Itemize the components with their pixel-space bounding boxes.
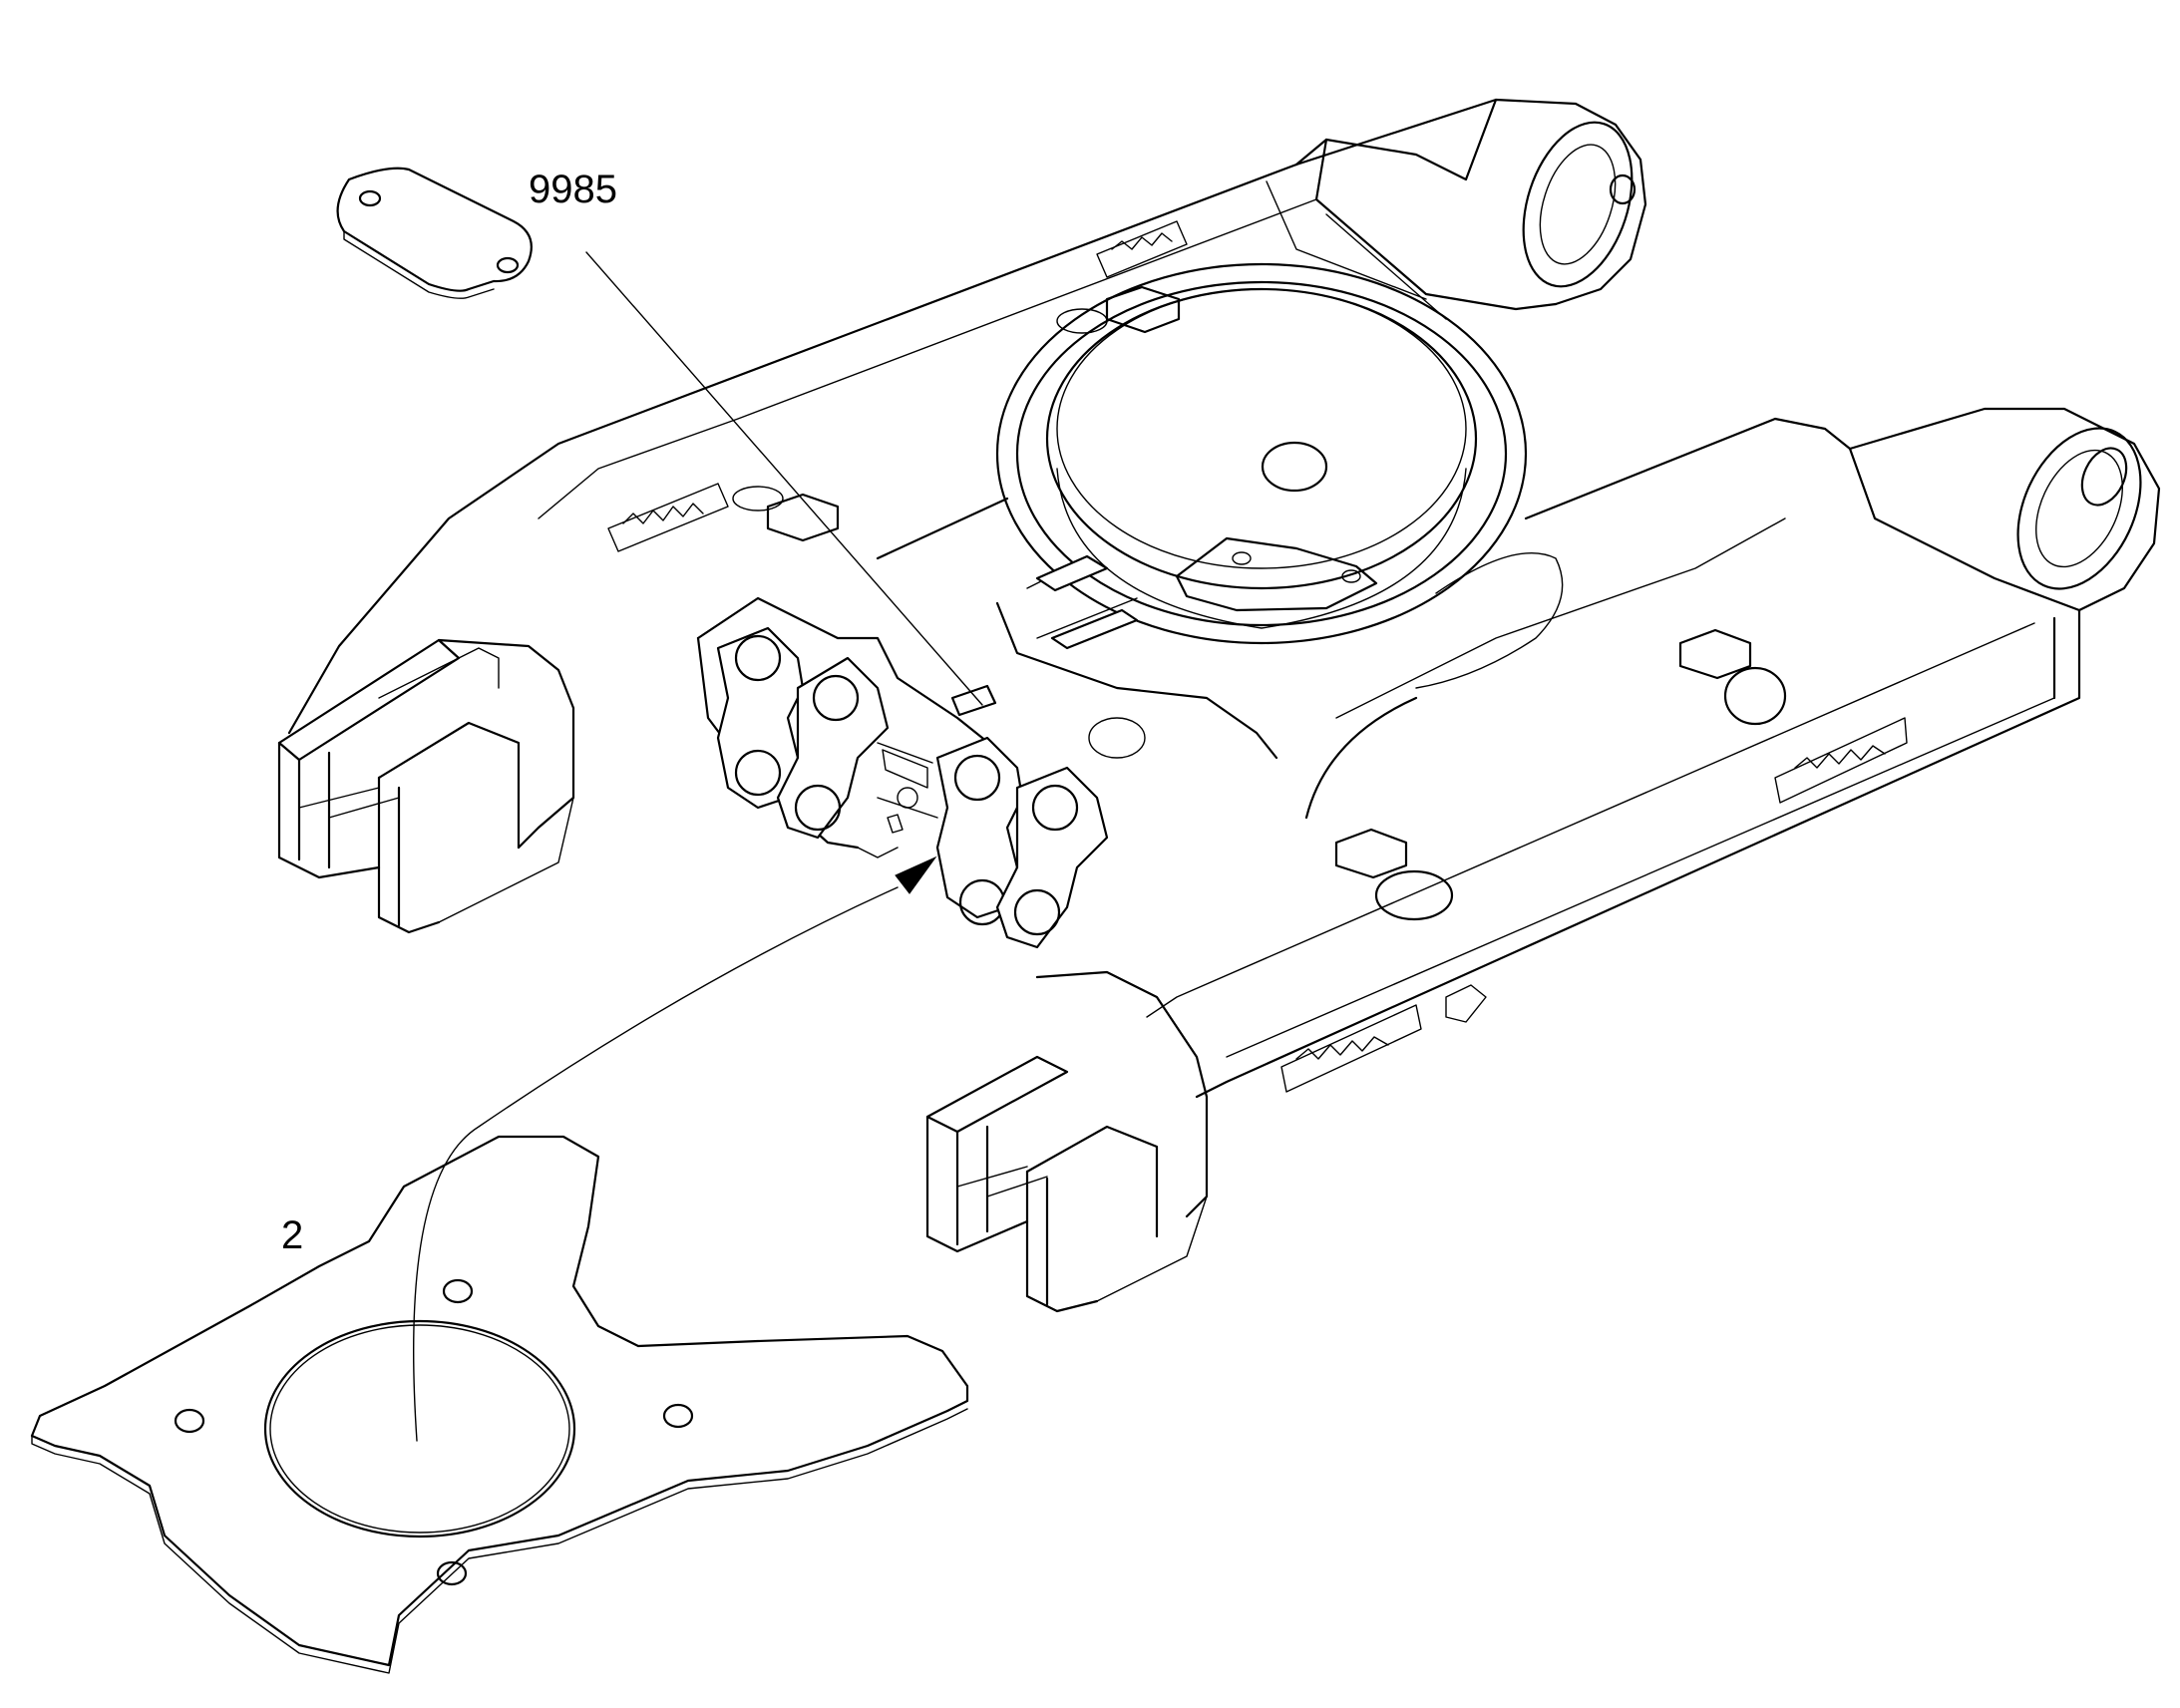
leader-line-9985 [585, 251, 983, 706]
undercarriage-frame [277, 98, 2161, 1313]
lower-side-member [925, 407, 2161, 1313]
callout-2: 2 [281, 1213, 303, 1257]
gasket-plate-part [30, 1135, 969, 1674]
arrowhead-2 [895, 855, 937, 894]
center-body [876, 417, 1852, 820]
cover-plate-part [336, 167, 533, 299]
leader-lines [413, 251, 983, 1442]
callout-9985: 9985 [529, 168, 617, 211]
slewing-ring [995, 262, 1528, 645]
leader-arrow-2 [413, 886, 899, 1442]
upper-side-member [277, 98, 1647, 934]
cross-member-lugs [696, 596, 1109, 949]
